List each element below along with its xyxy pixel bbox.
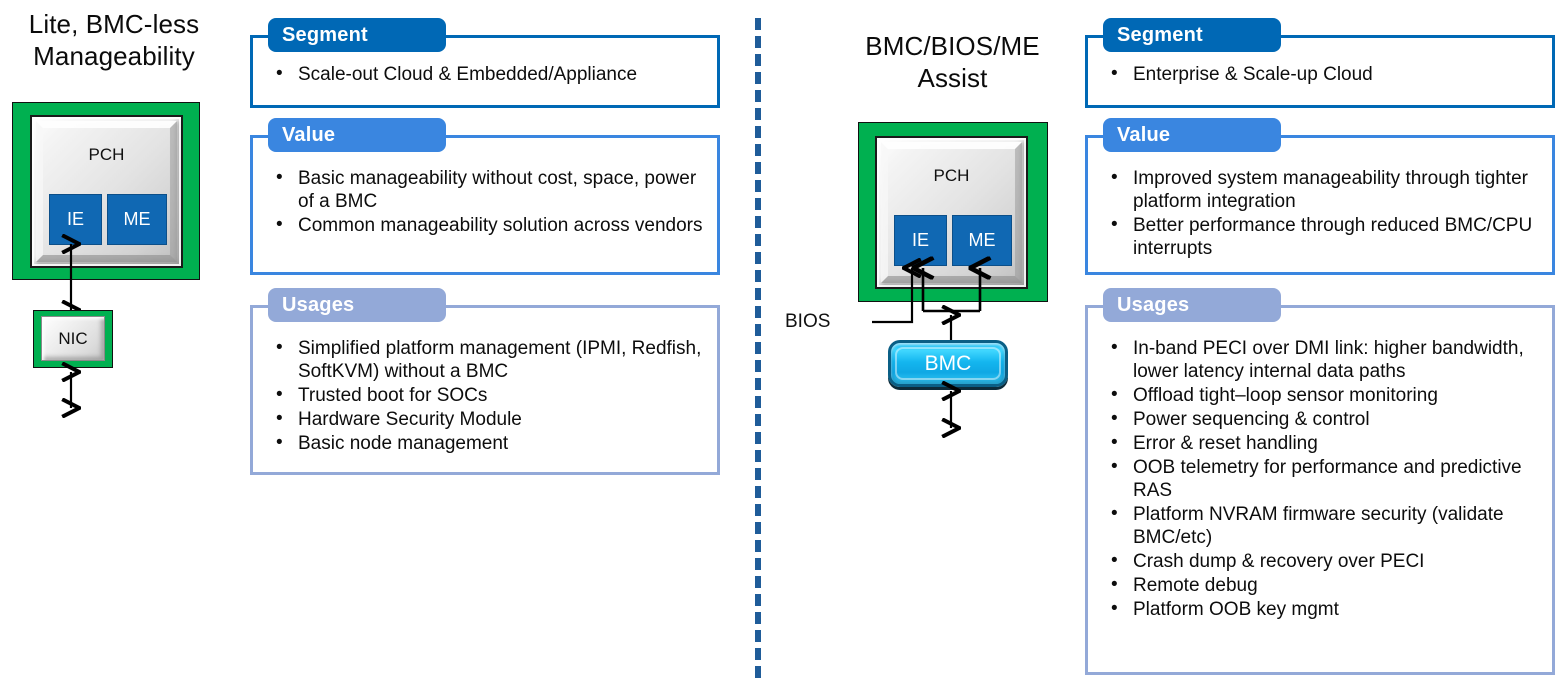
right-usages-frame [1085,305,1555,675]
list-item: Platform OOB key mgmt [1107,597,1541,621]
list-item: Trusted boot for SOCs [272,383,706,407]
list-item: Crash dump & recovery over PECI [1107,549,1541,573]
right-bus-arrows [872,255,1080,435]
list-item: Error & reset handling [1107,431,1541,455]
left-usages-header: Usages [268,288,446,322]
right-pch-block: PCH IE ME [875,136,1028,289]
right-segment-header: Segment [1103,18,1281,52]
right-pch-label: PCH [933,166,970,185]
left-usages-box: Usages Simplified platform management (I… [250,288,720,475]
right-segment-frame [1085,35,1555,108]
left-value-frame [250,135,720,275]
list-item: In-band PECI over DMI link: higher bandw… [1107,336,1541,383]
list-item: Power sequencing & control [1107,407,1541,431]
left-value-header: Value [268,118,446,152]
list-item: Remote debug [1107,573,1541,597]
left-segment-box: Segment Scale-out Cloud & Embedded/Appli… [250,18,720,108]
right-value-box: Value Improved system manageability thro… [1085,118,1555,275]
list-item: Basic node management [272,431,706,455]
left-usages-bullets: Simplified platform management (IPMI, Re… [272,336,706,456]
left-nic-block: NIC [41,316,105,361]
bmc-label: BMC [924,351,972,375]
list-item: Offload tight–loop sensor monitoring [1107,383,1541,407]
right-usages-box: Usages In-band PECI over DMI link: highe… [1085,288,1555,675]
list-item: Platform NVRAM firmware security (valida… [1107,502,1541,549]
left-ie-nic-arrow [45,238,105,328]
left-usages-frame [250,305,720,475]
panel-divider [755,18,761,678]
left-value-bullets: Basic manageability without cost, space,… [272,166,706,238]
list-item: Enterprise & Scale-up Cloud [1107,62,1541,86]
list-item: Common manageability solution across ven… [272,213,706,237]
left-segment-bullets: Scale-out Cloud & Embedded/Appliance [272,62,706,87]
right-panel-title: BMC/BIOS/ME Assist [865,31,1040,93]
left-nic-external-arrow [45,368,105,418]
list-item: Basic manageability without cost, space,… [272,166,706,213]
left-panel-title: Lite, BMC-less Manageability [28,9,200,71]
right-usages-header: Usages [1103,288,1281,322]
left-me-unit: ME [107,194,167,245]
list-item: Hardware Security Module [272,407,706,431]
list-item: Better performance through reduced BMC/C… [1107,213,1541,260]
right-value-bullets: Improved system manageability through ti… [1107,166,1541,261]
left-pch-label: PCH [88,145,125,164]
list-item: Scale-out Cloud & Embedded/Appliance [272,62,706,86]
bios-label: BIOS [785,311,831,332]
left-segment-header: Segment [268,18,446,52]
list-item: Improved system manageability through ti… [1107,166,1541,213]
left-value-box: Value Basic manageability without cost, … [250,118,720,275]
right-segment-box: Segment Enterprise & Scale-up Cloud [1085,18,1555,108]
left-segment-frame [250,35,720,108]
right-value-header: Value [1103,118,1281,152]
list-item: OOB telemetry for performance and predic… [1107,455,1541,502]
right-value-frame [1085,135,1555,275]
right-segment-bullets: Enterprise & Scale-up Cloud [1107,62,1541,87]
list-item: Simplified platform management (IPMI, Re… [272,336,706,383]
right-usages-bullets: In-band PECI over DMI link: higher bandw… [1107,336,1541,622]
bmc-external-arrow [920,388,980,438]
bmc-block: BMC [888,340,1008,387]
